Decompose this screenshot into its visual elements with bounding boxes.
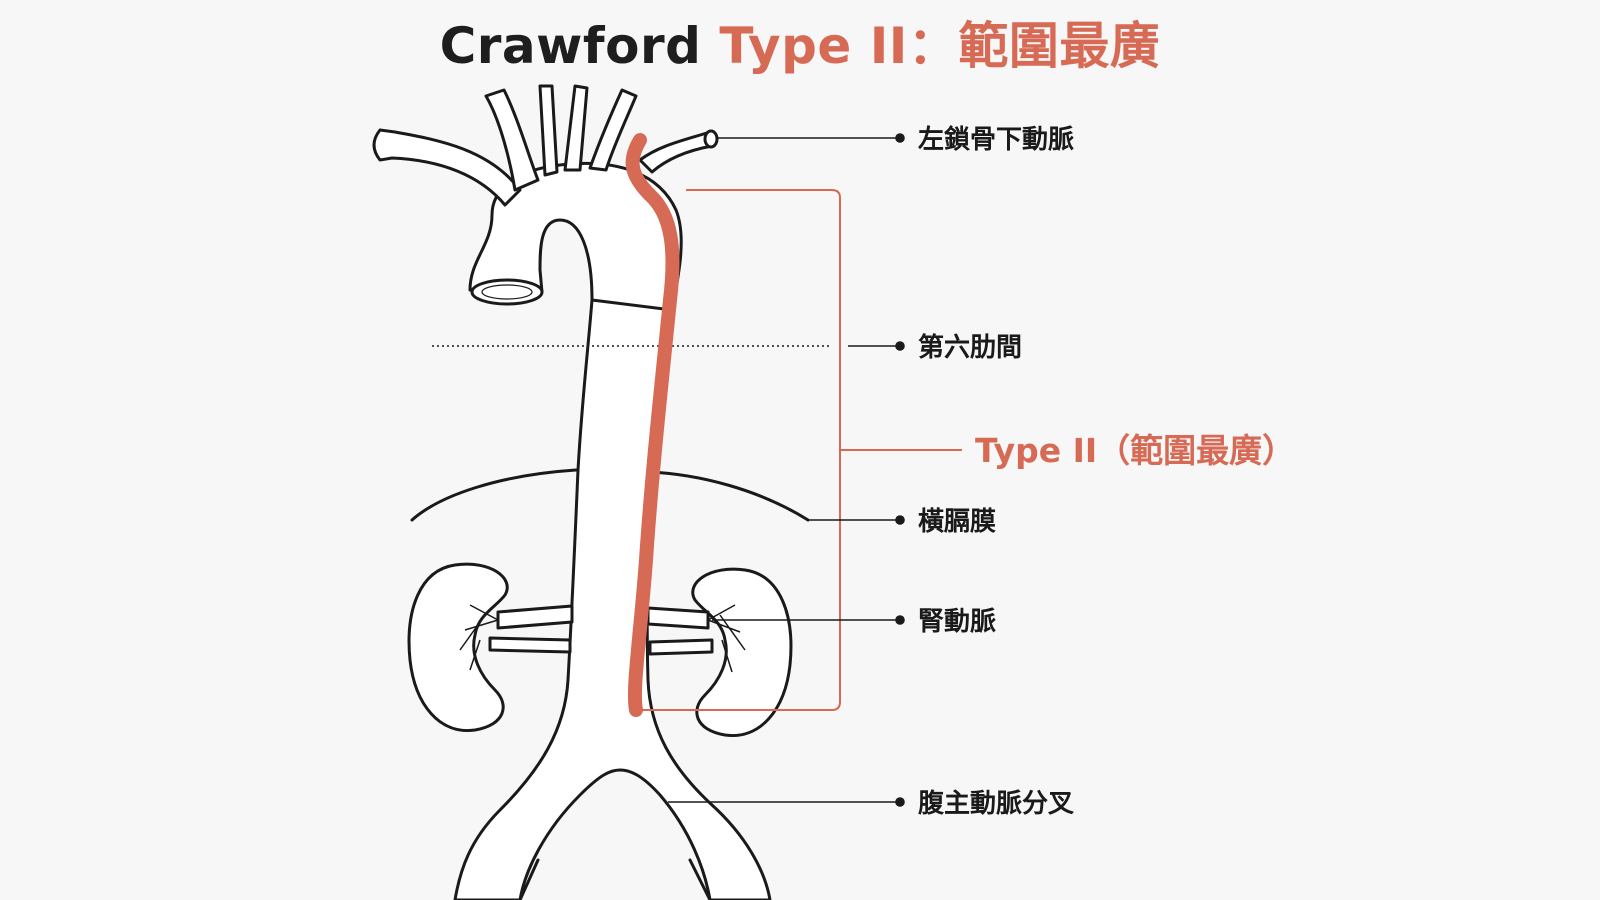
kidney-right xyxy=(691,567,793,738)
title-separator: ： xyxy=(907,17,959,75)
page-title: Crawford Type II：範圍最廣 xyxy=(0,6,1600,78)
ascending-opening xyxy=(470,278,544,306)
carotid-center-2 xyxy=(563,84,589,172)
type-ii-highlight xyxy=(625,133,680,717)
kidney-left xyxy=(407,562,509,733)
brachiocephalic-branch xyxy=(372,128,522,207)
leader-lines xyxy=(668,133,905,807)
common-carotid-left xyxy=(484,88,540,192)
label-aortic-bifurcation: 腹主動脈分叉 xyxy=(917,788,1074,819)
diaphragm-left xyxy=(410,468,578,522)
label-sixth-intercostal: 第六肋間 xyxy=(918,332,1022,363)
label-renal-artery: 腎動脈 xyxy=(918,607,996,637)
renal-artery-left xyxy=(496,604,574,630)
vertebral-right xyxy=(588,88,638,172)
carotid-center-1 xyxy=(538,84,559,177)
aortic-arch xyxy=(372,84,719,332)
label-left-subclavian: 左鎖骨下動脈 xyxy=(918,124,1074,155)
title-type: Type II xyxy=(719,17,908,75)
label-diaphragm: 橫膈膜 xyxy=(918,507,996,537)
diaphragm-right xyxy=(646,470,810,522)
renal-artery-right xyxy=(646,606,710,630)
title-suffix: 範圍最廣 xyxy=(958,17,1161,75)
label-type-ii: Type II（範圍最廣） xyxy=(975,431,1295,470)
kidney-vessels xyxy=(459,604,746,673)
aorta-body xyxy=(453,298,772,900)
title-prefix: Crawford xyxy=(439,17,702,75)
descending-aorta xyxy=(453,298,772,900)
left-subclavian-artery xyxy=(638,130,714,174)
kidneys xyxy=(407,562,793,738)
diaphragm xyxy=(410,468,810,522)
